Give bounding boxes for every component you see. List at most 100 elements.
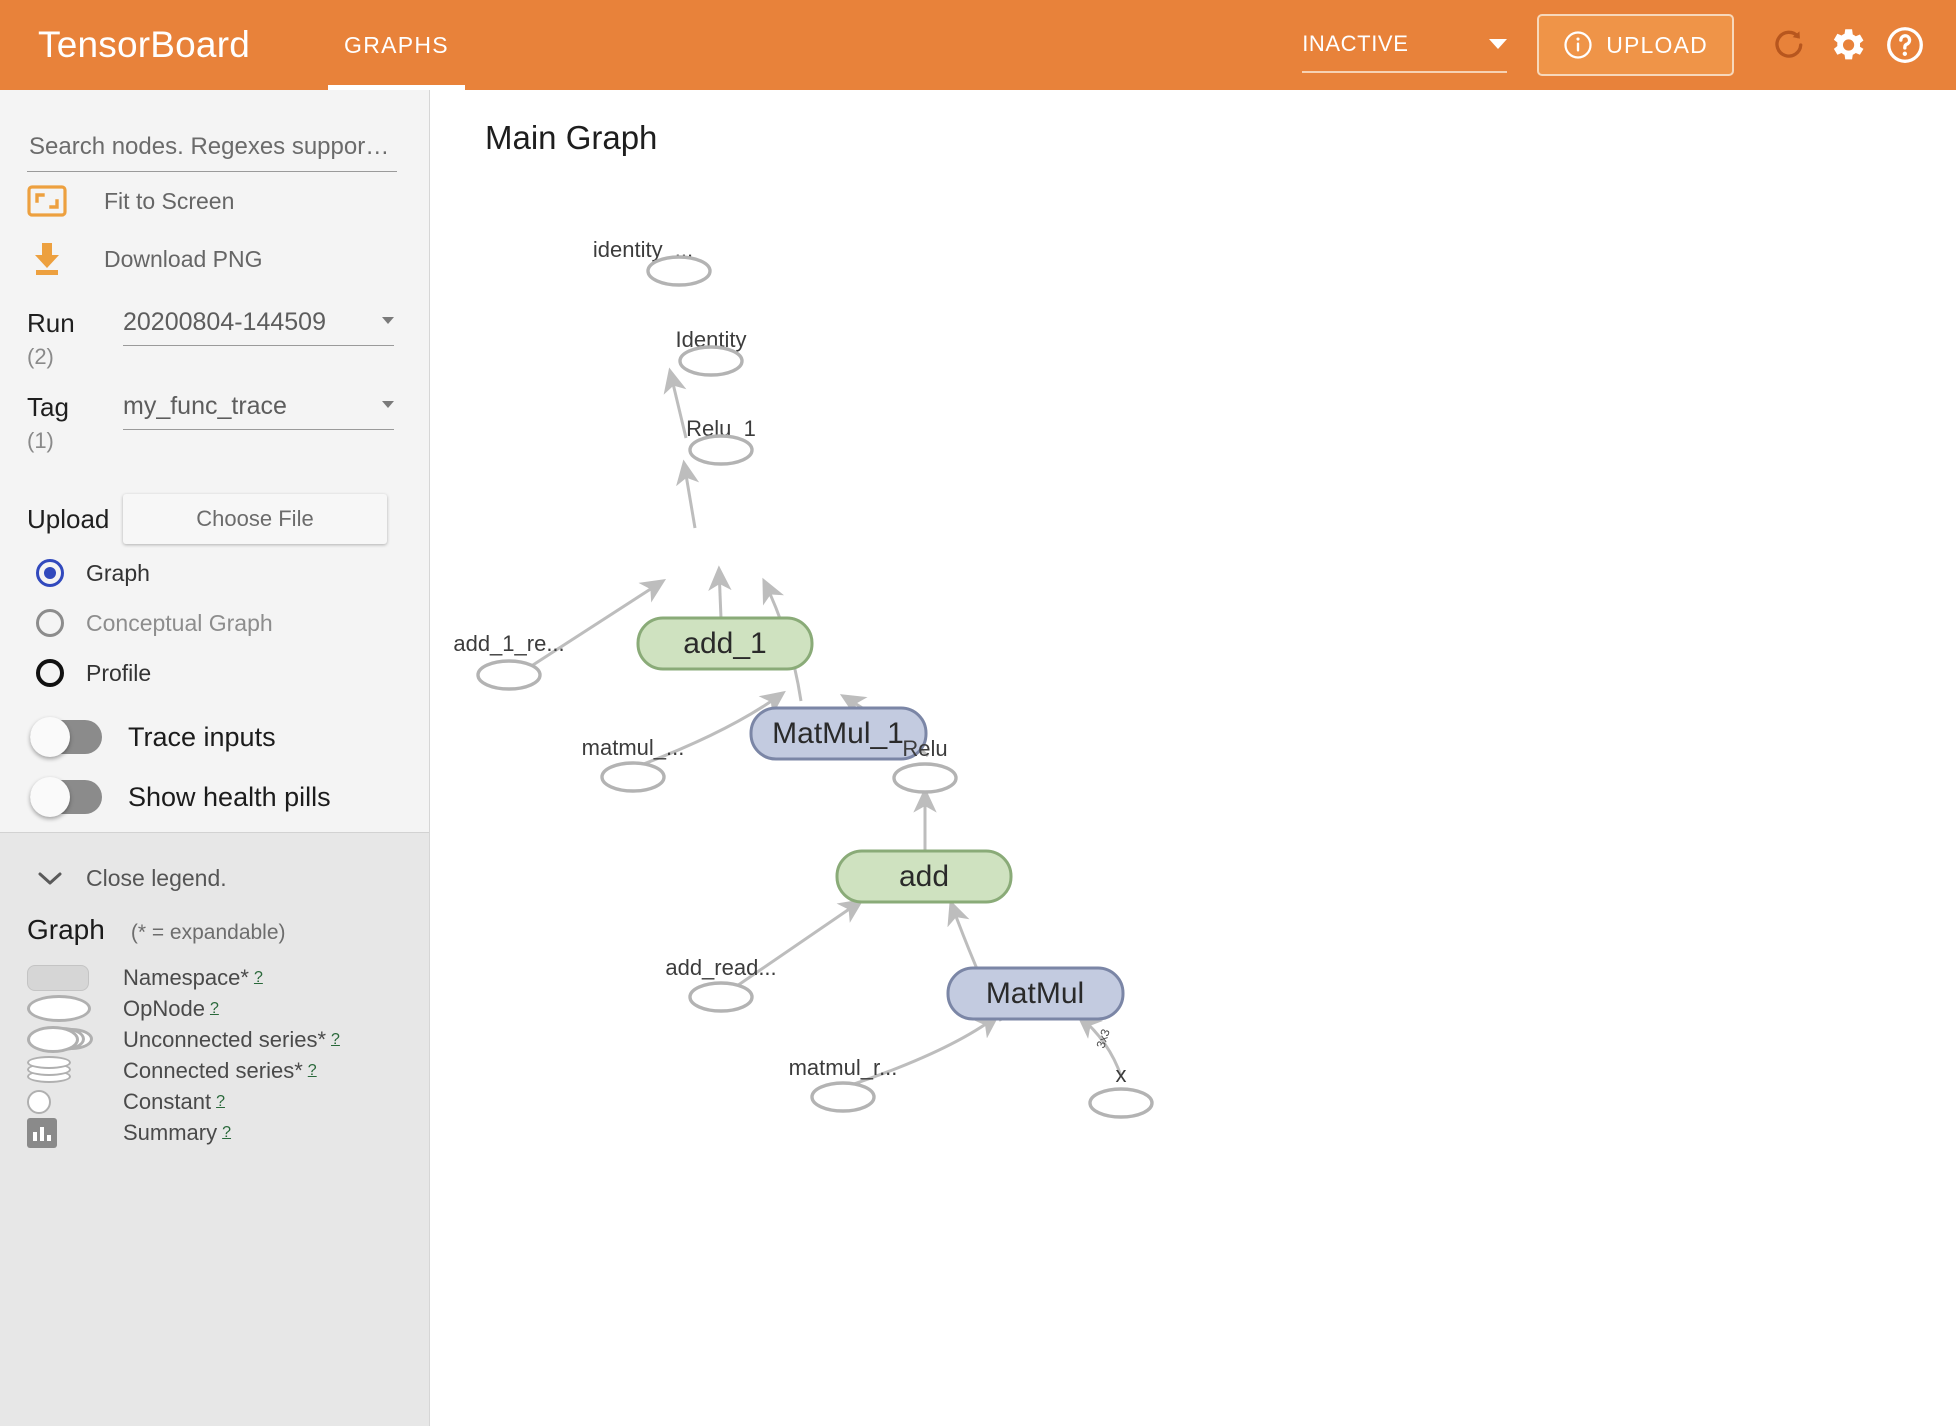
gear-icon	[1833, 29, 1864, 60]
help-link-opnode[interactable]: ?	[209, 999, 219, 1017]
choose-file-button[interactable]: Choose File	[123, 494, 387, 544]
reload-button[interactable]	[1760, 16, 1818, 74]
edge-matmulr-to-matmul	[850, 1013, 1000, 1087]
toggle-show-health-pills[interactable]: Show health pills	[30, 777, 429, 817]
node-matmul-1-shape[interactable]	[749, 706, 928, 761]
upload-row: Upload Choose File	[27, 494, 429, 544]
node-add-1-read-shape[interactable]	[476, 659, 542, 691]
search-input[interactable]	[27, 132, 397, 162]
tag-label-block: Tag (1)	[27, 392, 123, 456]
node-matmul[interactable]: MatMul	[946, 966, 1125, 1021]
legend-header: Graph (* = expandable)	[27, 914, 429, 946]
edge-label-x-matmul: 3x3	[1094, 1027, 1113, 1050]
graph-svg[interactable]: 3x3 identity_... Identity Relu_1 add_1 a…	[431, 91, 1956, 1426]
node-identity[interactable]: Identity	[676, 327, 747, 377]
node-matmul-1[interactable]: MatMul_1	[749, 706, 928, 761]
upload-button[interactable]: UPLOAD	[1537, 14, 1734, 76]
node-x[interactable]: x	[1088, 1062, 1154, 1119]
trace-inputs-switch[interactable]	[30, 717, 102, 757]
top-app-bar: TensorBoard GRAPHS INACTIVE UPLOAD	[0, 0, 1956, 90]
legend-item-unconnected-series: Unconnected series* ?	[27, 1024, 429, 1055]
tag-selector-row: Tag (1) my_func_trace	[27, 392, 429, 456]
toggle-trace-inputs[interactable]: Trace inputs	[30, 717, 429, 757]
info-icon	[1563, 30, 1593, 60]
node-matmul-shape[interactable]	[946, 966, 1125, 1021]
node-matmul-label: MatMul	[986, 977, 1084, 1010]
node-relu-shape[interactable]	[892, 762, 958, 794]
legend-hint: (* = expandable)	[130, 921, 286, 944]
tag-dropdown[interactable]: my_func_trace	[123, 392, 394, 430]
node-add-1[interactable]: add_1	[636, 616, 814, 671]
edge-addread-to-add	[730, 898, 864, 992]
node-add-1-read[interactable]: add_1_re...	[453, 631, 565, 691]
legend-title: Graph	[27, 914, 105, 945]
graph-canvas[interactable]: Main Graph 3x3 identity_...	[431, 91, 1956, 1426]
radio-profile-indicator	[36, 659, 64, 687]
tab-graphs[interactable]: GRAPHS	[328, 0, 465, 90]
node-matmul-r[interactable]: matmul_r...	[789, 1055, 898, 1113]
help-link-constant[interactable]: ?	[216, 1092, 225, 1110]
node-identity-1[interactable]: identity_...	[593, 237, 712, 287]
chevron-down-icon	[382, 317, 394, 324]
legend-item-summary-label: Summary	[123, 1119, 218, 1145]
inactive-run-selector[interactable]: INACTIVE	[1302, 17, 1508, 73]
edge-matmulread-to-matmul1	[640, 690, 786, 767]
run-value: 20200804-144509	[123, 308, 326, 336]
close-legend-label: Close legend.	[86, 865, 227, 891]
download-png-label: Download PNG	[104, 245, 263, 272]
help-link-connected-series[interactable]: ?	[307, 1061, 317, 1079]
legend-item-opnode: OpNode ?	[27, 993, 429, 1024]
connected-series-shape-icon	[27, 1055, 123, 1086]
sidebar: Fit to Screen Download PNG Run (2) 20200…	[0, 90, 430, 1426]
node-add-1-shape[interactable]	[636, 616, 814, 671]
legend-item-opnode-label: OpNode	[123, 995, 205, 1021]
help-button[interactable]	[1876, 16, 1934, 74]
radio-conceptual-graph[interactable]: Conceptual Graph	[36, 602, 429, 644]
node-add-shape[interactable]	[835, 849, 1013, 904]
node-x-shape[interactable]	[1088, 1087, 1154, 1119]
download-icon	[27, 241, 85, 277]
node-add[interactable]: add	[835, 849, 1013, 904]
node-identity-1-shape[interactable]	[646, 255, 712, 287]
run-count: (2)	[27, 344, 54, 369]
node-add-read-label: add_read...	[665, 955, 776, 980]
node-relu-1[interactable]: Relu_1	[686, 416, 756, 466]
node-add-read[interactable]: add_read...	[665, 955, 777, 1013]
search-field[interactable]	[27, 132, 397, 172]
fit-to-screen-button[interactable]: Fit to Screen	[27, 172, 429, 230]
edge-add1read-to-add1	[518, 579, 667, 676]
upload-label: Upload	[27, 504, 110, 534]
node-matmul-read-shape[interactable]	[600, 761, 666, 793]
app-logo: TensorBoard	[38, 24, 250, 65]
node-matmul-r-shape[interactable]	[810, 1081, 876, 1113]
radio-profile[interactable]: Profile	[36, 652, 429, 694]
node-matmul-read-label: matmul_...	[582, 735, 685, 760]
legend-item-connected-series: Connected series* ?	[27, 1055, 429, 1086]
node-matmul-read[interactable]: matmul_...	[582, 735, 685, 793]
help-link-unconnected-series[interactable]: ?	[331, 1030, 340, 1048]
node-relu-1-shape[interactable]	[688, 434, 754, 466]
opnode-shape-icon	[27, 995, 123, 1022]
legend-item-namespace: Namespace* ?	[27, 962, 429, 993]
download-png-button[interactable]: Download PNG	[27, 230, 429, 288]
help-link-namespace[interactable]: ?	[253, 968, 263, 986]
close-legend-button[interactable]: Close legend.	[36, 865, 429, 892]
fit-to-screen-label: Fit to Screen	[104, 187, 235, 214]
node-add-read-shape[interactable]	[688, 981, 754, 1013]
edge-relu1-to-identity	[676, 459, 700, 529]
node-relu[interactable]: Relu	[892, 736, 958, 794]
chevron-down-icon	[36, 870, 64, 888]
settings-button[interactable]	[1818, 16, 1876, 74]
node-identity-shape[interactable]	[678, 345, 744, 377]
radio-graph[interactable]: Graph	[36, 552, 429, 594]
trace-inputs-label: Trace inputs	[128, 721, 276, 752]
tag-count: (1)	[27, 428, 54, 453]
fit-to-screen-icon	[27, 185, 85, 217]
help-link-summary[interactable]: ?	[222, 1123, 232, 1141]
chevron-down-icon	[1489, 39, 1508, 49]
node-add-1-label: add_1	[683, 627, 766, 660]
graph-nodes[interactable]: identity_... Identity Relu_1 add_1 add_1…	[453, 237, 1154, 1119]
show-health-pills-switch[interactable]	[30, 777, 102, 817]
run-dropdown[interactable]: 20200804-144509	[123, 308, 394, 346]
node-matmul-r-label: matmul_r...	[789, 1055, 898, 1080]
